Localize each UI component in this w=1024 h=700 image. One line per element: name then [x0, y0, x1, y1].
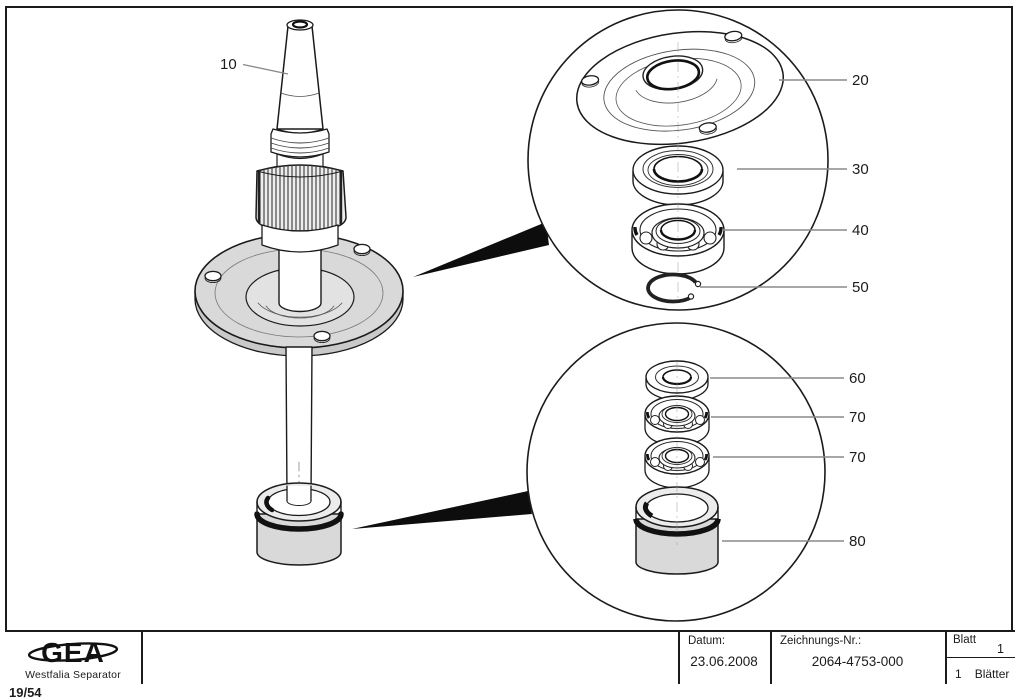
sheet-label: Blatt	[953, 634, 977, 646]
part-label-70a: 70	[849, 409, 866, 426]
drawing-number-label: Zeichnungs-Nr.:	[780, 635, 862, 647]
part-label-50: 50	[852, 279, 869, 296]
part-80-bearing-sleeve	[633, 486, 721, 575]
bottom-bearing-cup	[254, 482, 344, 566]
part-label-10: 10	[220, 56, 237, 73]
flange-bolt-holes	[204, 243, 371, 343]
date-label: Datum:	[688, 635, 726, 647]
detail-circle-lower	[526, 322, 826, 622]
part-label-60: 60	[849, 370, 866, 387]
total-sheets-value: 1	[955, 667, 962, 681]
drawing-number-cell: Zeichnungs-Nr.: 2064-4753-000	[770, 632, 945, 684]
gea-logo-orbit	[27, 641, 119, 662]
brand-subtitle: Westfalia Separator	[25, 668, 121, 681]
leader-10	[242, 63, 289, 75]
exploded-parts-diagram: 10 20 30 40 50 60 70 70 80	[194, 9, 869, 622]
part-label-70b: 70	[849, 449, 866, 466]
shaft-lower	[285, 346, 313, 498]
sheet-cell: Blatt 1 1 Blätter	[945, 632, 1015, 684]
date-value: 23.06.2008	[690, 654, 758, 669]
part-50-snap-ring	[646, 272, 702, 304]
drawing-number-value: 2064-4753-000	[811, 654, 904, 669]
sheet-number: 1	[997, 642, 1004, 656]
sheet-top-cell: Blatt 1	[947, 632, 1015, 658]
spindle-cone	[276, 19, 324, 134]
part-label-20: 20	[852, 72, 869, 89]
leader-lines	[242, 63, 847, 542]
part-label-30: 30	[852, 161, 869, 178]
date-cell: Datum: 23.06.2008	[678, 632, 770, 684]
page-reference: 19/54	[9, 685, 42, 700]
callout-wedge-lower	[352, 491, 532, 529]
part-20-bolt-holes	[580, 30, 743, 135]
part-label-80: 80	[849, 533, 866, 550]
total-sheets-label: Blätter	[974, 667, 1010, 681]
gear-spline	[255, 164, 347, 232]
detail-circle-upper	[527, 9, 829, 311]
part-label-40: 40	[852, 222, 869, 239]
brand-cell: GEA Westfalia Separator	[5, 632, 143, 684]
callout-wedge-upper	[413, 222, 549, 277]
part-labels: 10 20 30 40 50 60 70 70 80	[220, 56, 869, 550]
gea-logo: GEA	[27, 637, 119, 668]
shaft-upper	[278, 239, 322, 313]
sheet-total-cell: 1 Blätter	[947, 658, 1015, 684]
part-20-flange	[575, 30, 785, 146]
main-assembly	[194, 19, 404, 566]
gear-lower-collar	[261, 224, 339, 253]
gea-logo-text: GEA	[41, 637, 105, 668]
title-block: GEA Westfalia Separator Datum: 23.06.200…	[5, 630, 1015, 684]
